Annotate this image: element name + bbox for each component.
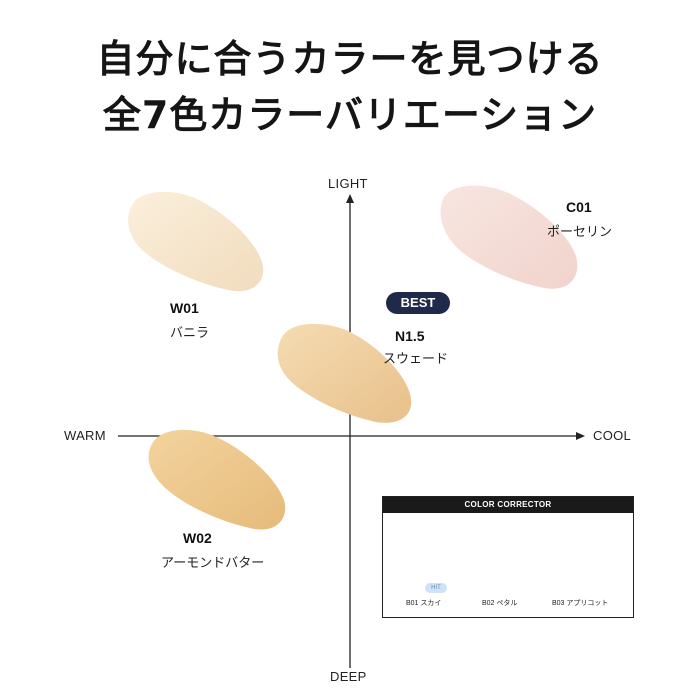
best-badge: BEST	[386, 292, 450, 314]
axis-label-cool: COOL	[593, 428, 632, 443]
corrector-label-b01: B01 スカイ	[406, 600, 442, 607]
headline-line-1: 自分に合うカラーを見つける	[96, 37, 604, 81]
axis-label-deep: DEEP	[330, 669, 367, 684]
shade-code-w02: W02	[183, 530, 212, 546]
axis-arrow-right-icon	[576, 432, 585, 440]
shade-name-c01: ポーセリン	[547, 225, 613, 240]
color-corrector-title: COLOR CORRECTOR	[383, 497, 633, 513]
shade-code-c01: C01	[566, 199, 592, 215]
shade-name-n15: スウェード	[383, 352, 449, 367]
color-corrector-panel: COLOR CORRECTOR	[382, 496, 634, 618]
corrector-label-b03: B03 アプリコット	[552, 600, 609, 607]
axis-label-light: LIGHT	[328, 176, 368, 191]
swatch-c01	[440, 185, 578, 289]
swatch-w01	[128, 191, 264, 292]
shade-code-n15: N1.5	[395, 328, 425, 344]
corrector-label-b02: B02 ペタル	[482, 600, 518, 607]
axis-arrow-up-icon	[346, 194, 354, 203]
axis-label-warm: WARM	[64, 428, 106, 443]
shade-name-w01: バニラ	[170, 326, 210, 341]
shade-name-w02: アーモンドバター	[161, 556, 265, 571]
headline-line-2: 全7色カラーバリエーション	[102, 93, 598, 137]
shade-code-w01: W01	[170, 300, 199, 316]
hit-badge: HIT	[425, 583, 447, 593]
swatch-w02	[148, 429, 286, 530]
swatch-n15	[277, 323, 412, 423]
